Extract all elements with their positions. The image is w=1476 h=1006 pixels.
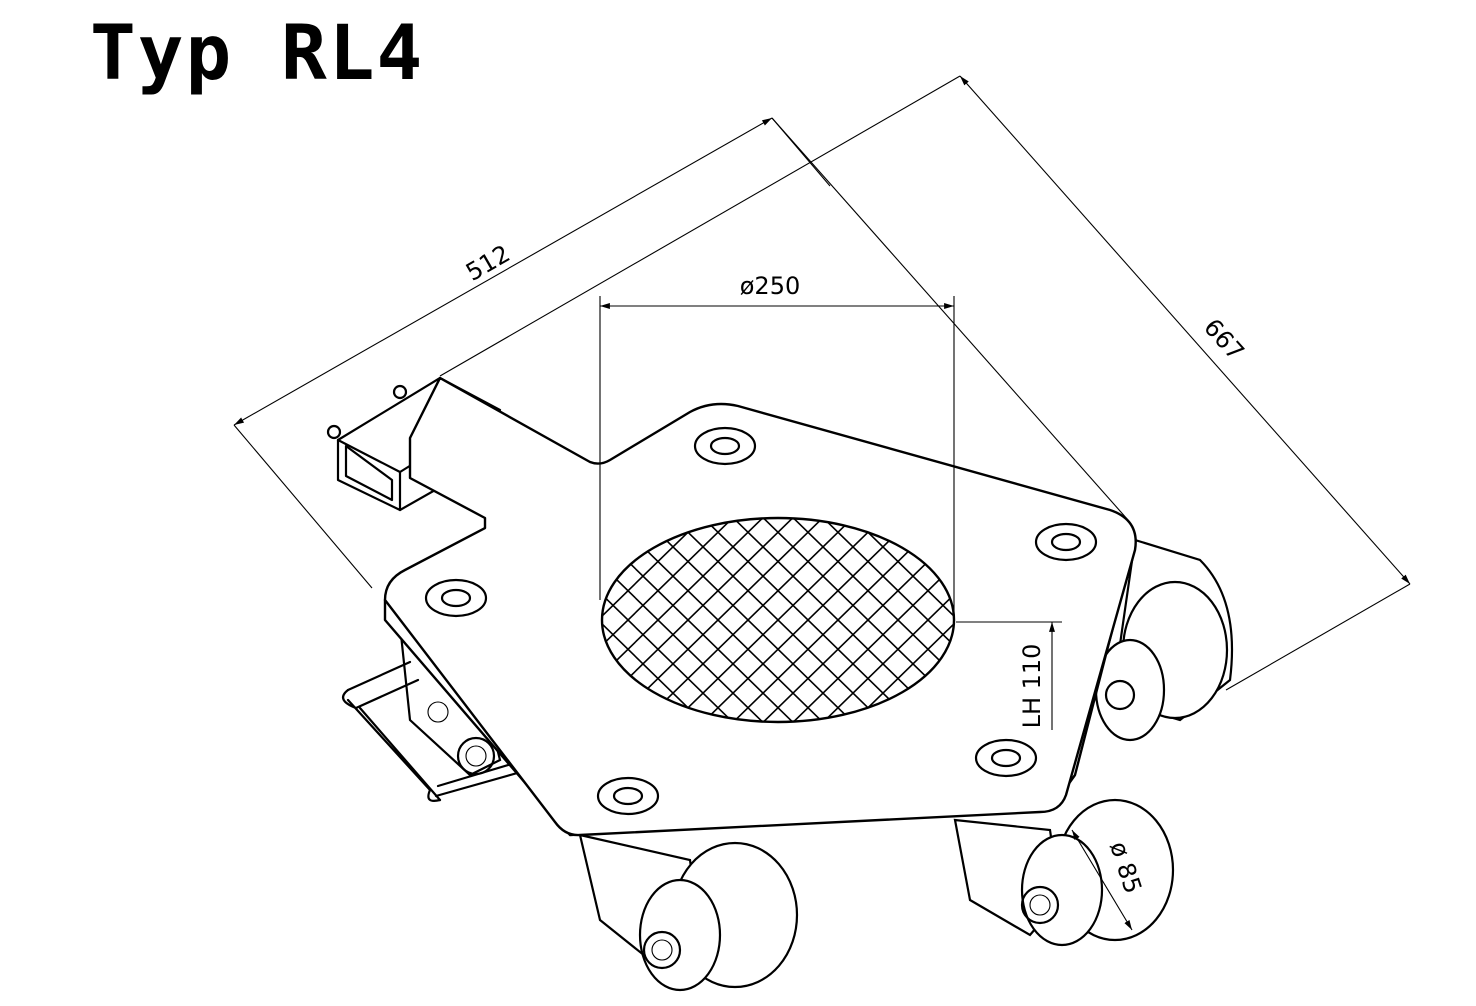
dimension-width-label: 667 xyxy=(1198,313,1249,366)
dimension-diameter: ø250 xyxy=(599,272,955,620)
dimension-height-label: LH 110 xyxy=(1018,644,1046,729)
drawing-title: Typ RL4 xyxy=(90,8,425,97)
dimension-diameter-label: ø250 xyxy=(740,272,801,300)
grid-line xyxy=(602,518,869,722)
grid-line xyxy=(687,518,954,722)
grid-line xyxy=(602,518,954,722)
grid-line xyxy=(602,518,929,722)
grid-line xyxy=(602,518,954,722)
wheel-rear-right xyxy=(1094,538,1234,742)
grid-line xyxy=(657,518,954,722)
grid-line xyxy=(602,518,954,722)
grid-line xyxy=(602,518,954,722)
wheel-front-left xyxy=(578,833,799,992)
dimension-height: LH 110 xyxy=(956,621,1062,730)
grid-line xyxy=(627,518,954,722)
mounting-holes xyxy=(424,426,1098,816)
turntable-disc xyxy=(600,516,956,724)
grid-line xyxy=(602,518,954,722)
grid-line xyxy=(602,518,899,722)
